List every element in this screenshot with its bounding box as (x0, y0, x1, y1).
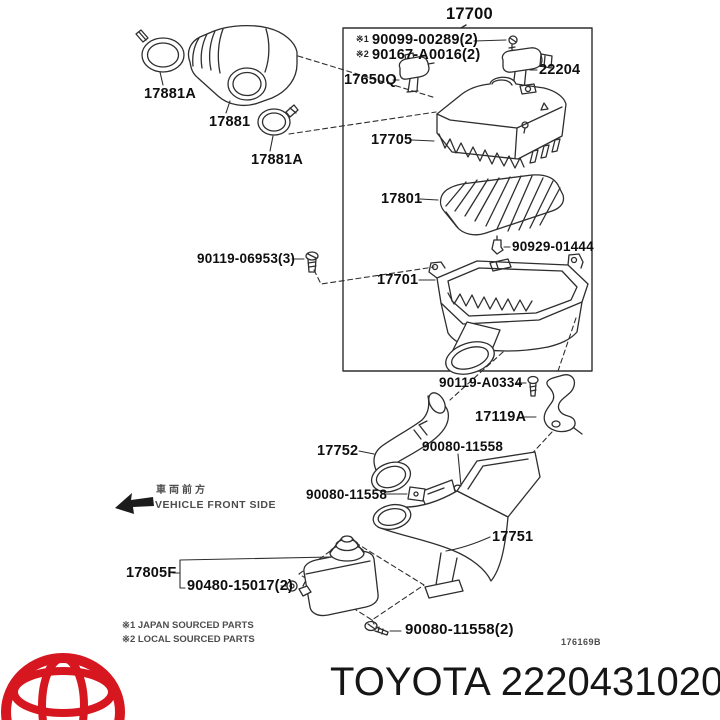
air-duct-drawing (372, 451, 541, 599)
screw-icon (508, 35, 518, 55)
part-label-17701: 17701 (377, 272, 419, 288)
bolt-icon (527, 375, 539, 397)
bolt-icon (305, 251, 319, 273)
part-label-17881A-bottom: 17881A (251, 152, 303, 168)
part-label-22204: 22204 (539, 62, 581, 78)
brand-name: TOYOTA (330, 660, 491, 704)
bolt-icon (364, 620, 389, 636)
toyota-logo (1, 653, 125, 720)
part-label-17881A-top: 17881A (144, 86, 196, 102)
footer-part-number: 2220431020 (500, 660, 720, 704)
part-label-90080-11558-upper: 90080-11558 (422, 439, 504, 454)
part-label-17881: 17881 (209, 114, 251, 130)
part-label-90119-A0334: 90119-A0334 (439, 375, 523, 390)
part-label-17752: 17752 (317, 443, 359, 459)
vehicle-front-label-en: VEHICLE FRONT SIDE (155, 499, 277, 511)
local-sourced-mark: ※2 (356, 49, 369, 59)
part-label-17751: 17751 (492, 529, 534, 545)
part-label-17705: 17705 (371, 132, 413, 148)
resonator-drawing (303, 535, 379, 617)
part-label-90080-11558-2: 90080-11558(2) (405, 621, 514, 638)
hose-clamp-bottom-drawing (257, 104, 299, 136)
bracket-drawing (543, 374, 583, 435)
part-label-17650Q: 17650Q (344, 72, 397, 88)
japan-sourced-mark: ※1 (356, 34, 369, 44)
part-label-17805F: 17805F (126, 565, 177, 581)
bolt-icon (407, 486, 426, 502)
part-label-17801: 17801 (381, 191, 423, 207)
drawing-code: 176169B (561, 637, 602, 647)
air-cleaner-cap-drawing (436, 76, 567, 169)
front-direction-arrow (115, 493, 154, 514)
part-label-17700: 17700 (446, 5, 493, 23)
inlet-hose-drawing (370, 392, 450, 493)
note-local-sourced: ※2 LOCAL SOURCED PARTS (122, 634, 255, 645)
air-cleaner-case-drawing (428, 253, 589, 375)
leader-lines (159, 39, 538, 632)
note-japan-sourced: ※1 JAPAN SOURCED PARTS (122, 620, 254, 631)
hose-clamp-top-drawing (135, 29, 185, 73)
part-label-90080-11558-left: 90080-11558 (306, 487, 388, 502)
air-filter-element-drawing (439, 174, 565, 236)
grommet-icon (286, 580, 312, 597)
vsv-valve-drawing (398, 52, 435, 93)
clip-icon (491, 235, 504, 255)
air-intake-hose-drawing (187, 24, 298, 107)
part-label-90119-06953: 90119-06953(3) (197, 251, 296, 266)
part-label-17119A: 17119A (475, 409, 527, 425)
part-label-90929-01444: 90929-01444 (512, 239, 594, 254)
vehicle-front-label-jp: 車両前方 (156, 485, 208, 496)
part-label-90480-15017: 90480-15017(2) (187, 578, 293, 594)
